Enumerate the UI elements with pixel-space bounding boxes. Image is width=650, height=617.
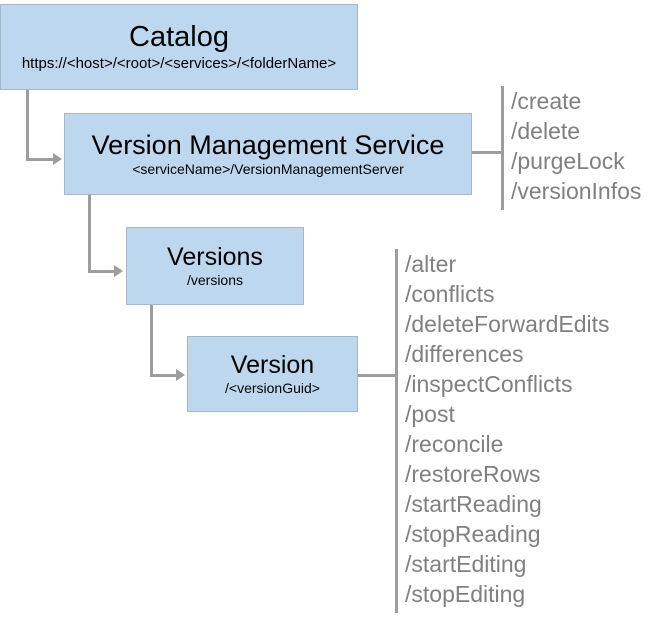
node-catalog-subtitle: https://<host>/<root>/<services>/<folder…	[21, 54, 337, 72]
version-operation[interactable]: /post	[405, 401, 455, 427]
node-versions-subtitle: /versions	[186, 272, 244, 289]
node-catalog[interactable]: Catalog https://<host>/<root>/<services>…	[0, 4, 358, 90]
version-operation[interactable]: /deleteForwardEdits	[405, 311, 610, 337]
connector-vms-to-versions-vertical	[88, 195, 91, 272]
node-version-subtitle: /<versionGuid>	[225, 380, 320, 397]
version-operation[interactable]: /startEditing	[405, 551, 527, 577]
arrowhead-versions-to-version	[176, 369, 185, 381]
vms-operation-list: /create/delete/purgeLock/versionInfos	[511, 86, 641, 206]
vms-operation[interactable]: /create	[511, 88, 582, 114]
bracket-vms-operations	[501, 86, 504, 210]
node-version-management-service[interactable]: Version Management Service <serviceName>…	[64, 113, 472, 195]
arrowhead-catalog-to-vms	[53, 153, 62, 165]
version-operation-list: /alter/conflicts/deleteForwardEdits/diff…	[405, 249, 610, 609]
arrowhead-vms-to-versions	[114, 265, 123, 277]
node-vms-title: Version Management Service	[91, 129, 445, 160]
node-versions[interactable]: Versions /versions	[126, 227, 304, 305]
node-version[interactable]: Version /<versionGuid>	[187, 336, 358, 412]
connector-versions-to-version-horizontal	[150, 374, 178, 377]
vms-operation[interactable]: /versionInfos	[511, 178, 642, 204]
bracket-version-operations	[395, 249, 398, 613]
connector-catalog-to-vms-horizontal	[26, 158, 56, 161]
version-operation[interactable]: /restoreRows	[405, 461, 541, 487]
version-operation[interactable]: /stopReading	[405, 521, 541, 547]
node-versions-title: Versions	[167, 243, 263, 272]
vms-operation[interactable]: /purgeLock	[511, 148, 625, 174]
version-operation[interactable]: /differences	[405, 341, 524, 367]
connector-vms-to-versions-horizontal	[88, 270, 116, 273]
version-operation[interactable]: /stopEditing	[405, 581, 526, 607]
node-version-title: Version	[230, 351, 315, 380]
stub-vms-operations	[472, 151, 501, 154]
version-operation[interactable]: /startReading	[405, 491, 542, 517]
version-operation[interactable]: /conflicts	[405, 281, 495, 307]
node-catalog-title: Catalog	[129, 21, 229, 54]
stub-version-operations	[358, 374, 395, 377]
connector-catalog-to-vms-vertical	[26, 90, 29, 160]
vms-operation[interactable]: /delete	[511, 118, 581, 144]
version-operation[interactable]: /reconcile	[405, 431, 504, 457]
connector-versions-to-version-vertical	[150, 305, 153, 376]
version-operation[interactable]: /alter	[405, 251, 457, 277]
version-operation[interactable]: /inspectConflicts	[405, 371, 573, 397]
node-vms-subtitle: <serviceName>/VersionManagementServer	[132, 161, 404, 178]
